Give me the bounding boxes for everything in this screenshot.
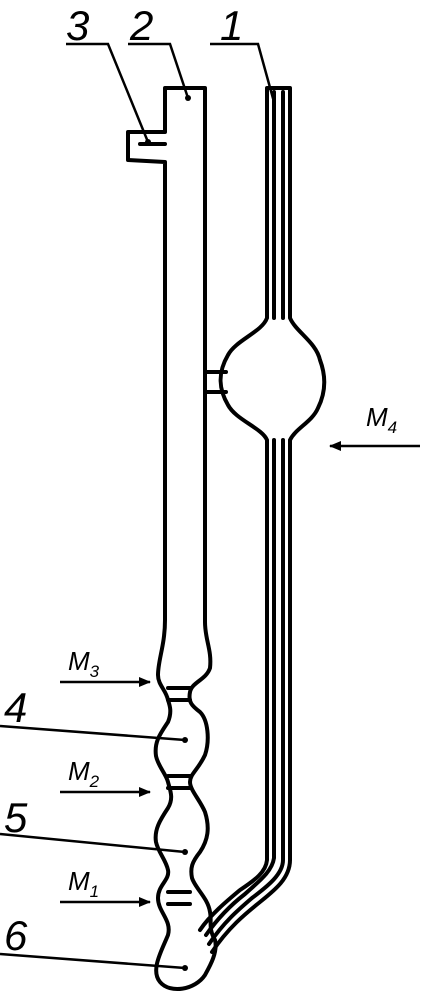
leader-1 <box>210 42 276 103</box>
callout-1: 1 <box>220 2 243 49</box>
label-m2: M2 <box>68 756 100 791</box>
callout-5: 5 <box>4 794 28 841</box>
constriction-lower <box>166 890 192 906</box>
leader-5 <box>0 832 186 854</box>
leader-6 <box>0 952 186 970</box>
label-m1: M1 <box>68 866 99 901</box>
point-3 <box>145 139 151 145</box>
constriction-middle <box>166 774 192 790</box>
point-6 <box>182 965 188 971</box>
capillary-tube-outline <box>198 86 327 954</box>
leader-2 <box>128 42 190 99</box>
label-m3: M3 <box>68 646 100 681</box>
leader-4 <box>0 724 186 742</box>
point-4 <box>182 737 188 743</box>
tube-connector <box>203 370 228 394</box>
callout-2: 2 <box>129 2 153 49</box>
label-m4: M4 <box>366 402 397 437</box>
wide-tube-outline <box>126 86 218 992</box>
capillary-bore <box>204 90 285 946</box>
callout-3: 3 <box>66 2 89 49</box>
point-2 <box>185 95 191 101</box>
constriction-upper <box>166 686 192 702</box>
callout-4: 4 <box>4 684 27 731</box>
point-5 <box>182 849 188 855</box>
callout-6: 6 <box>4 912 28 959</box>
leader-3 <box>66 42 150 143</box>
